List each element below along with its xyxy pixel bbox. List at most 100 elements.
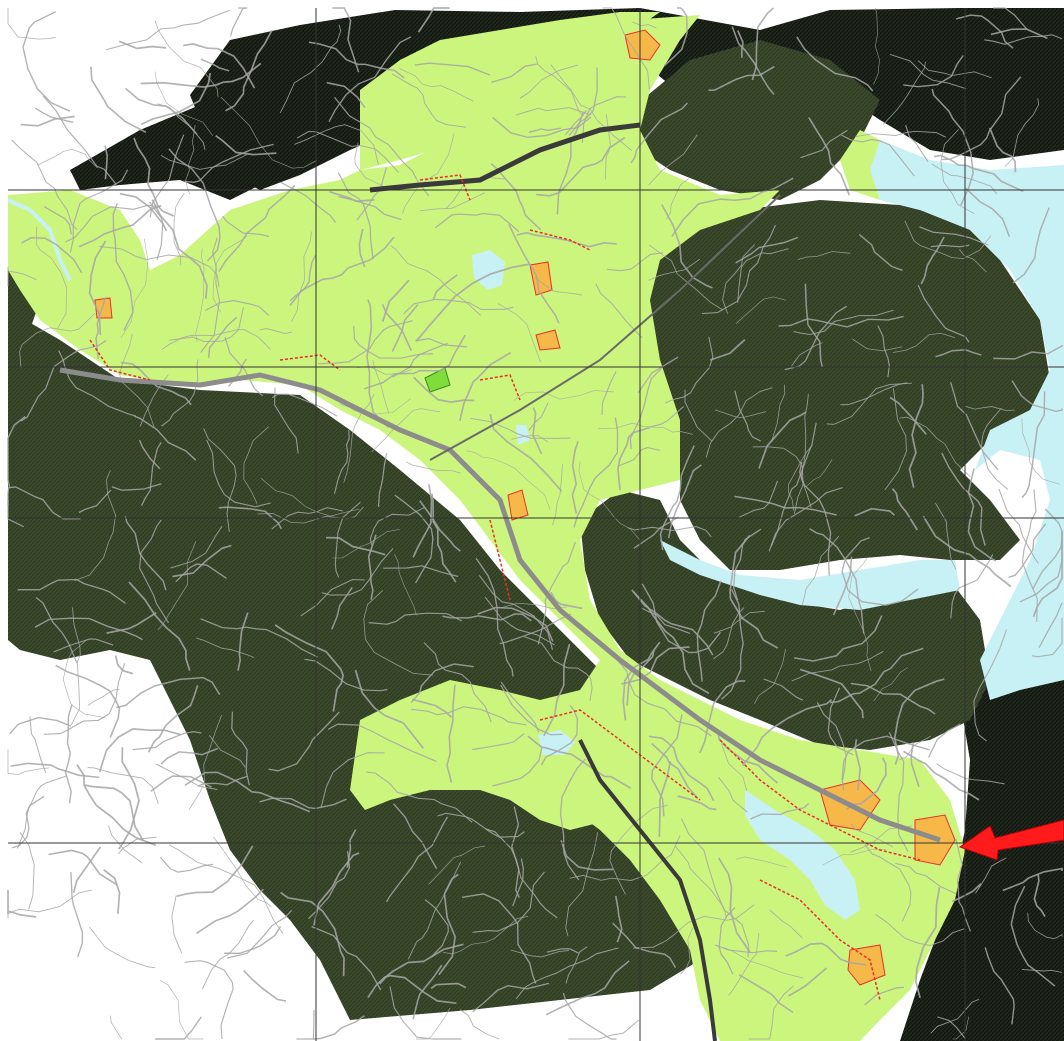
forest-north-strip xyxy=(630,40,880,200)
road-segment xyxy=(984,947,1015,1025)
road-segment xyxy=(9,716,72,735)
road-segment xyxy=(965,405,1015,411)
road-segment xyxy=(381,303,413,352)
road-segment xyxy=(713,610,765,634)
road-segment xyxy=(735,856,787,868)
road-segment xyxy=(630,102,688,164)
road-segment xyxy=(139,519,169,624)
road-segment xyxy=(133,415,197,461)
road-segment xyxy=(492,747,543,787)
road-segment xyxy=(484,596,555,646)
road-segment xyxy=(243,426,269,504)
road-segment xyxy=(731,26,775,95)
road-segment xyxy=(406,461,461,474)
road-segment xyxy=(922,515,1012,588)
road-segment xyxy=(621,646,690,685)
road-network xyxy=(7,7,1063,1040)
road-segment xyxy=(717,857,751,953)
road-segment xyxy=(850,823,894,848)
road-segment xyxy=(864,844,912,922)
road-segment xyxy=(161,329,271,350)
road-segment xyxy=(648,134,698,186)
road-segment xyxy=(568,1019,640,1040)
road-segment xyxy=(809,528,865,634)
road-segment xyxy=(941,452,986,546)
road-segment xyxy=(568,67,598,136)
road-segment xyxy=(998,488,1039,564)
road-segment xyxy=(320,752,385,808)
road-segment xyxy=(243,970,287,1002)
road-segment xyxy=(128,581,191,671)
road-segment xyxy=(7,266,37,287)
road-segment xyxy=(550,64,633,151)
road-segment xyxy=(701,224,777,315)
road-segment xyxy=(159,980,204,1040)
road-segment xyxy=(941,76,1022,161)
road-segment xyxy=(513,390,614,401)
road-segment xyxy=(118,40,167,50)
road-segment xyxy=(984,34,1063,45)
road-segment xyxy=(366,771,473,823)
road-segment xyxy=(112,203,134,331)
road-segment xyxy=(723,947,804,979)
road-segment xyxy=(952,1016,970,1040)
road-segment xyxy=(117,747,140,850)
road-segment xyxy=(311,925,382,991)
road-segment xyxy=(532,407,543,455)
road-segment xyxy=(684,389,712,442)
road-segment xyxy=(368,612,463,625)
road-segment xyxy=(183,43,256,89)
road-segment xyxy=(78,204,162,248)
road-segment xyxy=(160,747,219,765)
road-segment xyxy=(213,836,272,908)
road-segment xyxy=(827,687,854,756)
road-segment xyxy=(798,461,832,576)
road-segment xyxy=(154,71,214,136)
road-segment xyxy=(472,733,525,751)
road-segment xyxy=(751,7,774,81)
road-segment xyxy=(225,29,273,112)
road-segment xyxy=(55,664,121,738)
road-segment xyxy=(36,226,67,330)
road-segment xyxy=(326,81,366,109)
road-segment xyxy=(528,402,549,431)
road-segment xyxy=(899,416,971,478)
road-segment xyxy=(873,667,908,702)
road-segment xyxy=(438,873,459,976)
road-segment xyxy=(854,507,895,517)
road-segment xyxy=(72,846,102,893)
road-segment xyxy=(7,415,26,488)
road-segment xyxy=(88,240,107,336)
road-segment xyxy=(822,849,887,866)
road-segment xyxy=(826,382,912,425)
road-segment xyxy=(936,763,1005,785)
agricultural-areas xyxy=(8,12,965,1041)
road-segment xyxy=(975,857,1007,894)
road-segment xyxy=(560,840,614,871)
road-segment xyxy=(150,775,212,792)
road-segment xyxy=(43,663,126,735)
road-segment xyxy=(407,861,462,960)
road-segment xyxy=(735,296,787,324)
road-segment xyxy=(914,887,941,999)
road-segment xyxy=(394,494,434,584)
road-segment xyxy=(209,735,246,768)
road-segment xyxy=(804,283,824,368)
road-segment xyxy=(799,668,864,719)
road-segment xyxy=(846,757,887,811)
road-segment xyxy=(58,350,137,417)
road-segment xyxy=(511,435,549,443)
road-segment xyxy=(796,36,874,92)
road-segment xyxy=(908,384,924,488)
road-segment xyxy=(931,163,998,195)
road-segment xyxy=(21,237,83,274)
road-segment xyxy=(920,236,945,285)
road-segment xyxy=(606,252,664,272)
road-segment xyxy=(1021,391,1046,499)
road-segment xyxy=(622,641,661,721)
road-segment xyxy=(899,735,932,761)
road-segment xyxy=(472,982,550,1013)
road-segment xyxy=(196,637,255,658)
